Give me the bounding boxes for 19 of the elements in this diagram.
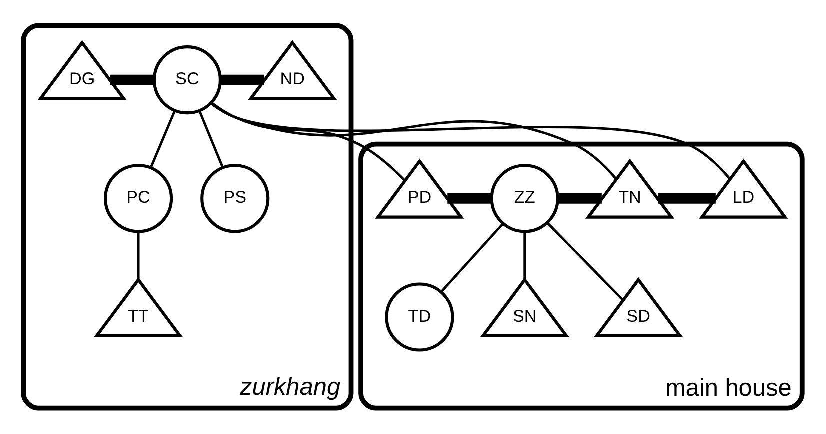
connector xyxy=(137,232,140,280)
connector xyxy=(547,222,624,302)
connector xyxy=(210,102,618,180)
connector xyxy=(558,193,602,204)
connector xyxy=(220,74,264,86)
connector xyxy=(150,110,176,169)
connector xyxy=(110,74,154,86)
connector xyxy=(658,193,716,204)
node-circle: PC xyxy=(104,164,174,234)
connector xyxy=(524,232,526,280)
connector xyxy=(448,193,492,204)
connector xyxy=(198,110,224,168)
node-circle: SC xyxy=(152,46,222,115)
connector xyxy=(211,102,406,182)
node-circle: TD xyxy=(385,282,454,352)
node-circle: ZZ xyxy=(490,164,560,234)
connector xyxy=(210,102,732,180)
connector xyxy=(440,223,504,293)
node-circle: PS xyxy=(200,164,270,234)
